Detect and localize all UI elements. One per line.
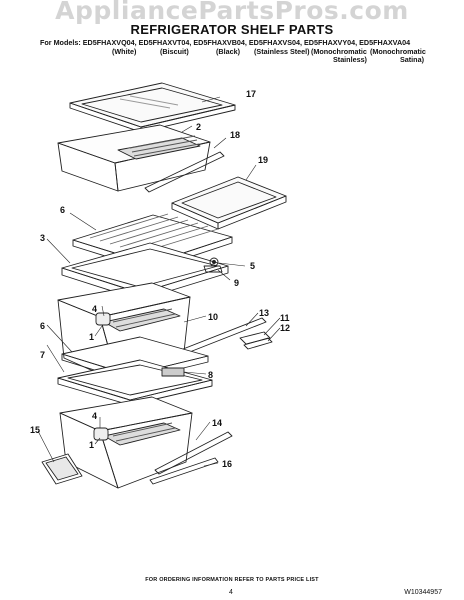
- callout-9: 9: [234, 278, 239, 288]
- watermark: AppliancePartsPros.com: [55, 0, 409, 25]
- callout-6: 6: [60, 205, 65, 215]
- document-number: W10344957: [404, 589, 442, 596]
- callout-1b: 1: [89, 440, 94, 450]
- callout-4b: 4: [92, 411, 97, 421]
- callout-19: 19: [258, 155, 268, 165]
- glass-shelf-right: [171, 176, 287, 230]
- callout-4: 4: [92, 304, 97, 314]
- rail-14: [154, 431, 233, 475]
- crisper-drawer-top: [57, 124, 211, 192]
- model-list: For Models: ED5FHAXVQ04, ED5FHAXVT04, ED…: [40, 38, 411, 47]
- part-5-knob-center: [212, 260, 216, 264]
- callout-15: 15: [30, 425, 40, 435]
- ordering-note: FOR ORDERING INFORMATION REFER TO PARTS …: [145, 577, 319, 583]
- color-label: (Monochromatic: [370, 47, 426, 56]
- rail-16: [149, 457, 219, 485]
- callout-8: 8: [208, 370, 213, 380]
- humidity-label-15: [41, 453, 83, 485]
- callout-14: 14: [212, 418, 222, 428]
- part-12: [243, 337, 273, 350]
- page-title: REFRIGERATOR SHELF PARTS: [130, 22, 334, 37]
- part-9-clip: [203, 265, 223, 273]
- page-number: 4: [229, 589, 233, 596]
- callout-16: 16: [222, 459, 232, 469]
- glass-shelf-top: [69, 82, 236, 133]
- callout-5: 5: [250, 261, 255, 271]
- color-label: (Black): [216, 47, 240, 56]
- callout-10: 10: [208, 312, 218, 322]
- color-label: (Stainless Steel): [254, 47, 310, 56]
- callout-18: 18: [230, 130, 240, 140]
- part-11: [239, 331, 271, 345]
- crisper-drawer-bottom: [59, 396, 193, 489]
- color-label: Stainless): [333, 55, 367, 64]
- callout-2: 2: [196, 122, 201, 132]
- color-label: (Monochromatic: [311, 47, 367, 56]
- rail-18: [144, 151, 225, 193]
- color-label: (Biscuit): [160, 47, 189, 56]
- callout-11: 11: [280, 313, 290, 323]
- color-label: (White): [112, 47, 137, 56]
- callout-17: 17: [246, 89, 256, 99]
- callout-13: 13: [259, 308, 269, 318]
- callout-1: 1: [89, 332, 94, 342]
- callout-12: 12: [280, 323, 290, 333]
- callout-3: 3: [40, 233, 45, 243]
- callout-7: 7: [40, 350, 45, 360]
- shelf-frame-8: [57, 359, 213, 406]
- callout-6b: 6: [40, 321, 45, 331]
- color-label: Satina): [400, 55, 424, 64]
